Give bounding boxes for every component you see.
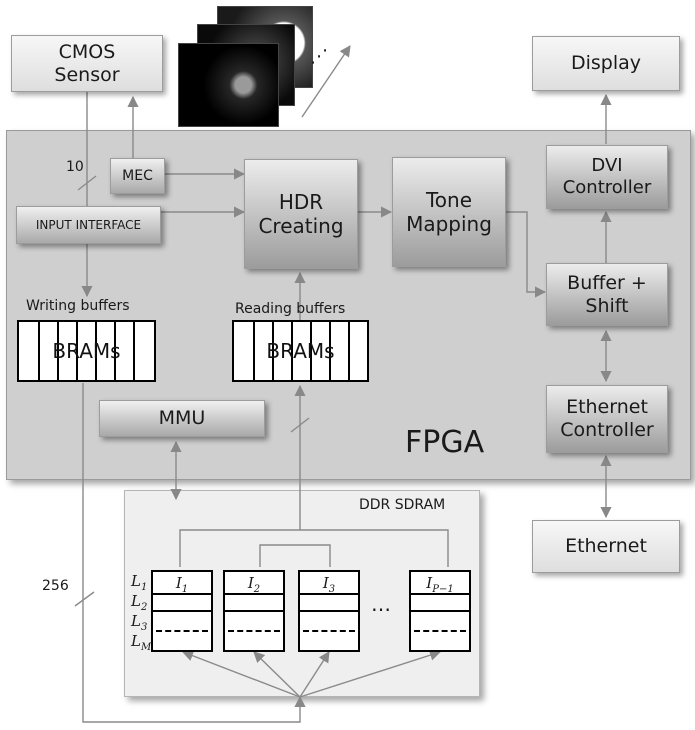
reading-bram-label: BRAMs: [266, 339, 335, 363]
buffer-line-1: Buffer +: [567, 271, 647, 294]
cmos-line-1: CMOS: [58, 40, 116, 63]
tone-line-1: Tone: [425, 188, 473, 212]
memory-columns-ellipsis: …: [371, 592, 391, 616]
writing-bram-array: BRAMs: [17, 320, 156, 382]
display-label: Display: [570, 52, 642, 75]
display-block: Display: [532, 36, 680, 91]
memory-column-i1: I1: [151, 570, 213, 652]
writing-bram-label: BRAMs: [52, 339, 121, 363]
reading-buffers-title: Reading buffers: [235, 301, 346, 317]
memory-column-i2: I2: [223, 570, 285, 652]
row-label-lm: LM: [131, 632, 152, 653]
memory-column-i3: I3: [298, 570, 360, 652]
cmos-line-2: Sensor: [54, 63, 120, 86]
memory-column-i3-label: I3: [322, 574, 336, 595]
buffer-line-2: Shift: [585, 294, 629, 317]
hdr-line-1: HDR: [278, 190, 324, 214]
memory-column-ip-1: IP−1: [409, 570, 471, 652]
dvi-line-1: DVI: [591, 155, 623, 177]
mec-block: MEC: [110, 158, 165, 194]
memory-column-i1-label: I1: [175, 574, 189, 595]
tone-line-2: Mapping: [406, 212, 492, 236]
eth-ctrl-line-2: Controller: [560, 419, 654, 441]
writing-buffers-title: Writing buffers: [26, 298, 130, 314]
mec-label: MEC: [122, 167, 153, 184]
ddr-sdram-label: DDR SDRAM: [359, 497, 446, 513]
row-label-l3: L3: [131, 612, 148, 633]
eth-ctrl-line-1: Ethernet: [566, 396, 648, 419]
frame-stack-ellipsis: ⋰: [310, 46, 328, 67]
ethernet-label: Ethernet: [565, 535, 647, 558]
buffer-shift-block: Buffer +Shift: [546, 263, 668, 326]
reading-bram-array: BRAMs: [232, 320, 369, 382]
mmu-block: MMU: [99, 400, 265, 437]
dvi-line-2: Controller: [562, 177, 652, 198]
row-label-l1: L1: [131, 572, 148, 593]
input-interface-block: INPUT INTERFACE: [16, 206, 161, 244]
mmu-label: MMU: [158, 407, 206, 430]
memory-column-ip-1-label: IP−1: [426, 574, 454, 595]
memory-bus-width: 256: [42, 578, 69, 594]
hdr-line-2: Creating: [258, 214, 344, 238]
input-interface-label: INPUT INTERFACE: [35, 217, 142, 232]
row-label-l2: L2: [131, 592, 148, 613]
input-bus-width: 10: [66, 159, 84, 175]
ethernet-block: Ethernet: [532, 520, 680, 573]
captured-frame-1: [178, 43, 279, 127]
fpga-label: FPGA: [405, 425, 485, 460]
memory-column-i2-label: I2: [247, 574, 261, 595]
